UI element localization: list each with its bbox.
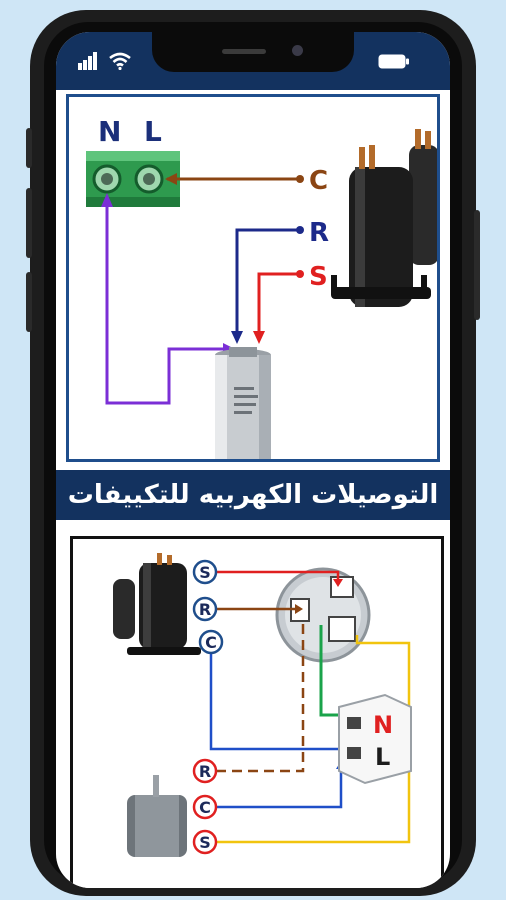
capacitor-wiring-diagram: N L C R S — [86, 115, 439, 465]
terminal-label-n: N — [98, 115, 121, 148]
diagram-panel-wiring: N L S R C — [70, 536, 444, 888]
fan-terminal-c: C — [192, 794, 218, 820]
phone-screen: N L C R S — [56, 32, 450, 888]
power-button — [474, 210, 480, 320]
svg-text:R: R — [199, 600, 211, 619]
svg-text:C: C — [205, 633, 217, 652]
l-wire — [216, 635, 411, 844]
s-wire-end — [296, 270, 304, 278]
page-title: التوصيلات الكهربيه للتكييفات — [67, 480, 439, 510]
r-wire-arrow — [295, 604, 303, 614]
compressor-illustration — [331, 129, 439, 307]
mute-switch — [26, 272, 32, 332]
status-bar — [56, 32, 450, 90]
compressor-terminal-s: S — [192, 559, 218, 585]
front-camera — [292, 45, 303, 56]
power-socket — [338, 693, 412, 785]
notch — [152, 32, 354, 72]
socket-label-n: N — [373, 711, 393, 739]
neutral-wire — [105, 207, 227, 405]
s-wire-arrow — [333, 579, 343, 587]
svg-text:C: C — [199, 798, 211, 817]
svg-text:R: R — [199, 762, 211, 781]
terminal-block — [86, 151, 180, 207]
r-wire-end — [296, 226, 304, 234]
compressor-terminal-r: R — [192, 596, 218, 622]
r-wire-arrow — [231, 331, 243, 344]
volume-up-button — [26, 128, 32, 168]
fan-terminal-r: R — [192, 758, 218, 784]
wire-label-s: S — [309, 262, 328, 292]
s-wire — [257, 272, 298, 337]
svg-text:S: S — [199, 563, 211, 582]
battery-icon — [378, 54, 409, 69]
earpiece-speaker — [222, 49, 266, 54]
diagram-panel-capacitor: N L C R S — [66, 94, 440, 465]
wire-label-c: C — [309, 166, 328, 196]
neutral-wire-arrow-up — [101, 193, 113, 207]
c-wire-end — [296, 175, 304, 183]
fan-motor-illustration — [127, 775, 187, 857]
content-area: N L C R S — [56, 90, 450, 888]
svg-text:S: S — [199, 833, 211, 852]
r-wire — [235, 228, 298, 337]
full-wiring-diagram: N L S R C — [113, 553, 412, 857]
volume-down-button — [26, 188, 32, 258]
c-wire-arrow — [165, 173, 177, 185]
signal-icon — [78, 52, 97, 70]
s-wire-arrow — [253, 331, 265, 344]
c-wire-compressor — [209, 651, 343, 751]
compressor-terminal-c: C — [198, 629, 224, 655]
wifi-icon — [109, 52, 131, 70]
fan-terminal-s: S — [192, 829, 218, 855]
page-title-banner: التوصيلات الكهربيه للتكييفات — [56, 470, 450, 520]
run-capacitor — [215, 347, 271, 465]
wire-label-r: R — [309, 218, 329, 248]
compressor-illustration-small — [113, 553, 201, 655]
c-wire-fan — [216, 765, 343, 809]
terminal-label-l: L — [144, 115, 162, 148]
socket-label-l: L — [375, 743, 390, 771]
dual-capacitor — [275, 567, 371, 663]
r-wire-fan — [216, 619, 305, 773]
